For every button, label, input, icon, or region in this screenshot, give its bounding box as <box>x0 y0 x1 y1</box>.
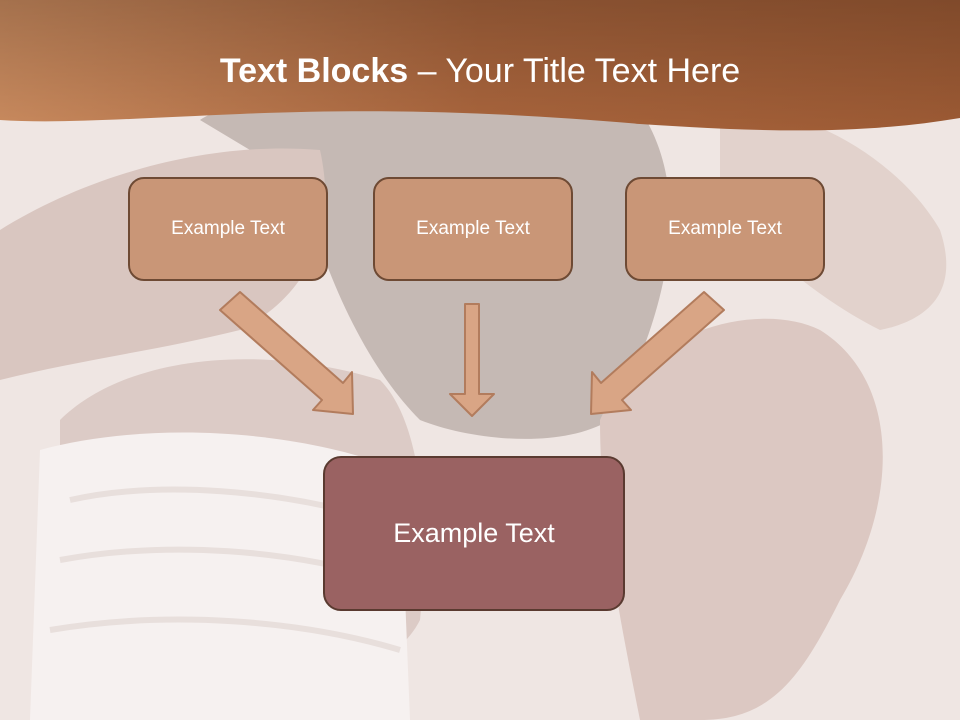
main-text-block: Example Text <box>323 456 625 611</box>
text-block-2: Example Text <box>373 177 573 281</box>
title-bold: Text Blocks <box>219 52 409 90</box>
title-separator: – <box>408 52 446 90</box>
text-block-1: Example Text <box>128 177 328 281</box>
arrow-down-right-icon <box>219 291 354 415</box>
text-block-2-label: Example Text <box>416 218 530 239</box>
arrow-down-icon <box>449 303 495 417</box>
text-block-3-label: Example Text <box>668 218 782 239</box>
slide-title: Text Blocks – Your Title Text Here <box>0 52 960 91</box>
text-block-1-label: Example Text <box>171 218 285 239</box>
main-text-block-label: Example Text <box>393 518 555 548</box>
title-rest: Your Title Text Here <box>445 52 741 90</box>
text-block-3: Example Text <box>625 177 825 281</box>
arrow-down-left-icon <box>590 291 725 415</box>
